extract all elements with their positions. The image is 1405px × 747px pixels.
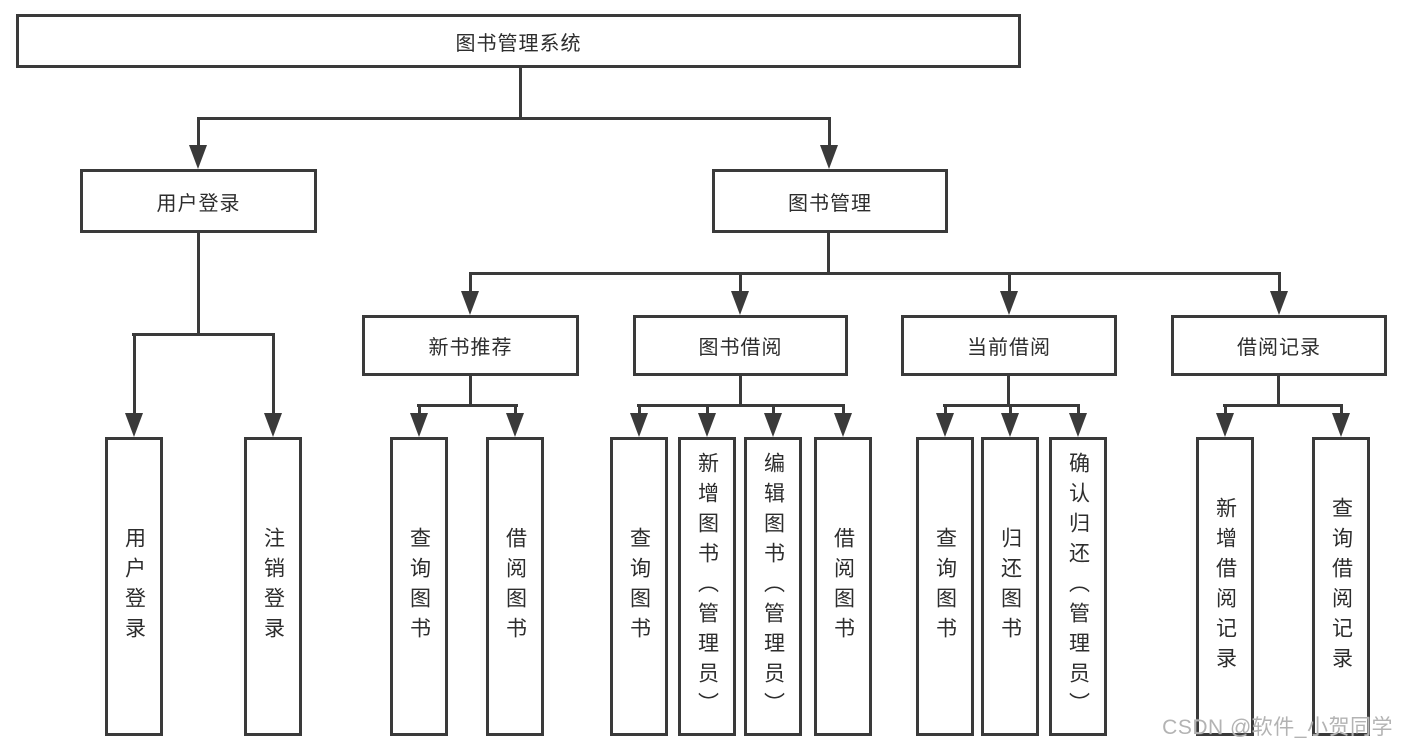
leaf-bborrow-query-books: 查询图书 (610, 437, 668, 736)
arrow-to-user-login (189, 119, 207, 169)
node-new-book-recommend: 新书推荐 (362, 315, 579, 376)
leaf-label: 查询图书 (933, 526, 957, 647)
leaf-label: 借阅图书 (503, 526, 527, 647)
node-book-borrowing: 图书借阅 (633, 315, 848, 376)
leaf-bborrow-add-books-admin: 新增图书（管理员） (678, 437, 736, 736)
node-label: 图书借阅 (698, 337, 783, 359)
connector-root-stem (519, 66, 522, 118)
arrow-bborrow-add (698, 406, 716, 437)
node-label: 用户登录 (156, 192, 241, 215)
node-book-management: 图书管理 (712, 169, 948, 233)
connector-newrec-stem (469, 376, 472, 407)
connector-bborrow-bus (637, 404, 845, 407)
arrow-bborrow-edit (764, 406, 782, 437)
node-label: 图书管理系统 (455, 32, 582, 55)
arrow-to-logout-leaf (264, 335, 282, 437)
leaf-bborrow-edit-books-admin: 编辑图书（管理员） (744, 437, 802, 736)
connector-newrec-bus (417, 404, 518, 407)
leaf-cborrow-return-books: 归还图书 (981, 437, 1039, 736)
arrow-cborrow-query (936, 406, 954, 437)
arrow-to-book-borrow (731, 274, 749, 315)
arrow-to-current-borrow (1000, 274, 1018, 315)
connector-level2-bus (197, 117, 831, 120)
connector-level3-bus (469, 272, 1281, 275)
leaf-label: 注销登录 (261, 526, 285, 647)
leaf-label: 编辑图书（管理员） (761, 451, 785, 722)
connector-login-stem (197, 233, 200, 336)
leaf-logout: 注销登录 (244, 437, 302, 736)
connector-cborrow-bus (943, 404, 1080, 407)
connector-cborrow-stem (1007, 376, 1010, 407)
csdn-watermark: CSDN @软件_小贺同学 (1162, 716, 1393, 739)
connector-brec-bus (1223, 404, 1343, 407)
connector-bborrow-stem (739, 376, 742, 407)
leaf-label: 用户登录 (122, 526, 146, 647)
leaf-brec-add-record: 新增借阅记录 (1196, 437, 1254, 736)
node-label: 图书管理 (788, 192, 872, 215)
node-label: 新书推荐 (428, 337, 513, 359)
arrow-to-new-books (461, 274, 479, 315)
arrow-to-book-mgmt (820, 119, 838, 169)
node-current-borrowing: 当前借阅 (901, 315, 1117, 376)
leaf-label: 归还图书 (998, 526, 1022, 647)
leaf-bborrow-borrow-books: 借阅图书 (814, 437, 872, 736)
leaf-label: 查询借阅记录 (1329, 496, 1353, 677)
connector-brec-stem (1277, 376, 1280, 407)
node-borrowing-records: 借阅记录 (1171, 315, 1387, 376)
arrow-newrec-query (410, 406, 428, 437)
leaf-cborrow-confirm-return-admin: 确认归还（管理员） (1049, 437, 1107, 736)
arrow-to-login-leaf (125, 335, 143, 437)
node-user-login: 用户登录 (80, 169, 317, 233)
node-label: 当前借阅 (967, 337, 1051, 359)
leaf-label: 确认归还（管理员） (1066, 451, 1090, 722)
arrow-to-borrow-records (1270, 274, 1288, 315)
leaf-cborrow-query-books: 查询图书 (916, 437, 974, 736)
connector-login-bus (132, 333, 275, 336)
node-root-system: 图书管理系统 (16, 14, 1021, 68)
leaf-label: 借阅图书 (831, 526, 855, 647)
arrow-brec-query (1332, 406, 1350, 437)
leaf-label: 新增图书（管理员） (695, 451, 719, 722)
arrow-bborrow-query (630, 406, 648, 437)
arrow-brec-add (1216, 406, 1234, 437)
node-label: 借阅记录 (1237, 337, 1321, 359)
leaf-newrec-query-books: 查询图书 (390, 437, 448, 736)
leaf-label: 查询图书 (407, 526, 431, 647)
connector-mgmt-stem (827, 233, 830, 275)
leaf-label: 新增借阅记录 (1213, 496, 1237, 677)
arrow-cborrow-return (1001, 406, 1019, 437)
arrow-newrec-borrow (506, 406, 524, 437)
leaf-newrec-borrow-books: 借阅图书 (486, 437, 544, 736)
arrow-cborrow-confirm (1069, 406, 1087, 437)
leaf-user-login: 用户登录 (105, 437, 163, 736)
leaf-label: 查询图书 (627, 526, 651, 647)
leaf-brec-query-record: 查询借阅记录 (1312, 437, 1370, 736)
arrow-bborrow-borrow (834, 406, 852, 437)
